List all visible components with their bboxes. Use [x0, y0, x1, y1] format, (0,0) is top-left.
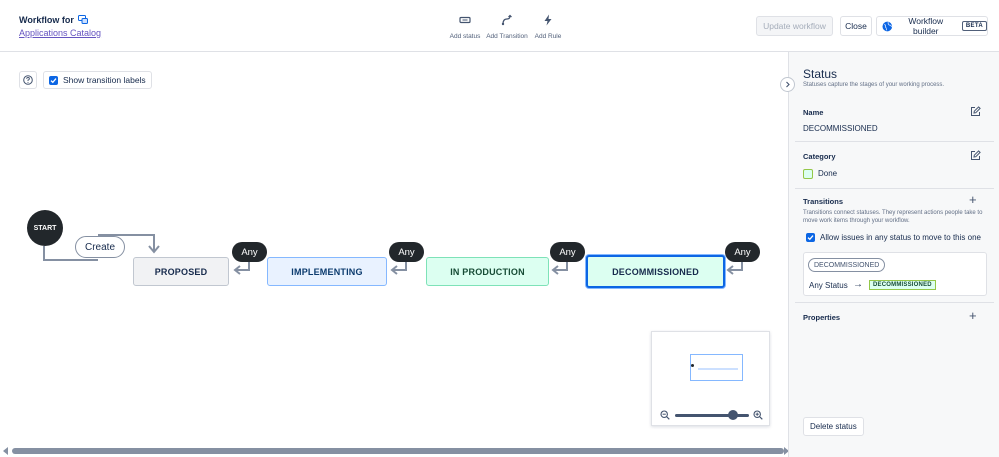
panel-title: Status [803, 67, 838, 81]
check-icon [50, 77, 57, 83]
add-transition-plus-icon[interactable]: + [969, 192, 977, 207]
panel-subtitle: Statuses capture the stages of your work… [803, 82, 945, 88]
add-property-plus-icon[interactable]: + [969, 308, 977, 323]
add-transition-label: Add Transition [486, 33, 528, 40]
zoom-in-icon[interactable] [753, 410, 763, 420]
workflow-builder-button[interactable]: Workflow builder BETA [876, 16, 988, 36]
minimap-start-dot [691, 364, 694, 367]
show-labels-text: Show transition labels [63, 75, 146, 85]
name-label: Name [803, 108, 824, 117]
divider [795, 302, 994, 303]
status-implementing[interactable]: IMPLEMENTING [267, 257, 387, 286]
any-transition-proposed[interactable]: Any [232, 242, 267, 262]
zoom-slider-thumb[interactable] [727, 410, 738, 420]
transition-from: Any Status [809, 281, 848, 290]
question-icon [23, 75, 33, 85]
add-rule-tool[interactable]: Add Rule [533, 14, 563, 40]
update-workflow-button[interactable]: Update workflow [756, 16, 833, 36]
lightning-icon [544, 14, 552, 26]
transitions-description: Transitions connect statuses. They repre… [803, 210, 983, 224]
help-button[interactable] [19, 71, 37, 89]
category-color-swatch [803, 169, 813, 179]
any-transition-implementing[interactable]: Any [389, 242, 424, 262]
edit-category-icon[interactable] [970, 150, 981, 161]
workflow-for-text: Workflow for [19, 15, 74, 25]
status-decommissioned[interactable]: DECOMMISSIONED [586, 255, 725, 288]
show-transition-labels-toggle[interactable]: Show transition labels [43, 71, 152, 89]
divider [795, 188, 994, 189]
any-transition-in-production[interactable]: Any [550, 242, 585, 262]
workflow-canvas[interactable]: Show transition labels START Create PROP… [0, 52, 788, 457]
check-icon [807, 235, 814, 241]
minimap[interactable] [651, 331, 770, 426]
status-icon [459, 16, 471, 24]
close-button[interactable]: Close [840, 16, 872, 36]
arrow-right-icon: → [853, 279, 863, 290]
project-link[interactable]: Applications Catalog [19, 28, 102, 38]
chevron-right-icon [786, 81, 790, 88]
workflow-title: Workflow for [19, 15, 89, 25]
minimap-flow [698, 368, 738, 370]
status-in-production[interactable]: IN PRODUCTION [426, 257, 549, 286]
zoom-slider-track[interactable] [675, 414, 749, 417]
allow-any-text: Allow issues in any status to move to th… [820, 233, 981, 242]
transition-name-chip[interactable]: DECOMMISSIONED [808, 258, 886, 272]
transition-card[interactable]: DECOMMISSIONED Any Status → DECOMMISSION… [803, 252, 987, 296]
beta-badge: BETA [961, 21, 987, 31]
horizontal-scrollbar[interactable] [12, 448, 784, 454]
zoom-out-icon[interactable] [660, 410, 670, 420]
divider [795, 141, 994, 142]
add-status-tool[interactable]: Add status [448, 14, 482, 40]
any-transition-decommissioned[interactable]: Any [725, 242, 760, 262]
category-value: Done [818, 169, 838, 178]
workflow-builder-label: Workflow builder [908, 16, 944, 36]
add-transition-tool[interactable]: Add Transition [486, 14, 528, 40]
allow-any-checkbox[interactable] [806, 233, 815, 242]
transition-icon [501, 14, 512, 26]
collapse-panel-button[interactable] [780, 77, 795, 92]
status-details-panel: Status Statuses capture the stages of yo… [788, 52, 999, 457]
start-node[interactable]: START [27, 210, 63, 246]
properties-label: Properties [803, 313, 841, 322]
transition-to-lozenge: DECOMMISSIONED [869, 280, 936, 290]
transitions-label: Transitions [803, 197, 844, 206]
show-labels-checkbox[interactable] [49, 75, 58, 85]
allow-any-status-option[interactable]: Allow issues in any status to move to th… [806, 233, 981, 242]
status-name-value: DECOMMISSIONED [803, 124, 878, 133]
scroll-left-arrow[interactable] [3, 447, 8, 455]
delete-status-button[interactable]: Delete status [803, 417, 864, 436]
status-proposed[interactable]: PROPOSED [133, 257, 229, 286]
edit-name-icon[interactable] [970, 106, 981, 117]
category-label: Category [803, 152, 836, 161]
scroll-right-arrow[interactable] [784, 447, 789, 455]
workflow-header: Workflow for Applications Catalog Add st… [0, 0, 999, 52]
globe-icon [882, 21, 893, 31]
add-rule-label: Add Rule [534, 33, 562, 40]
create-transition-label[interactable]: Create [75, 236, 125, 258]
minimap-viewport[interactable] [690, 354, 743, 381]
add-status-label: Add status [449, 33, 481, 40]
project-icon [78, 15, 89, 24]
